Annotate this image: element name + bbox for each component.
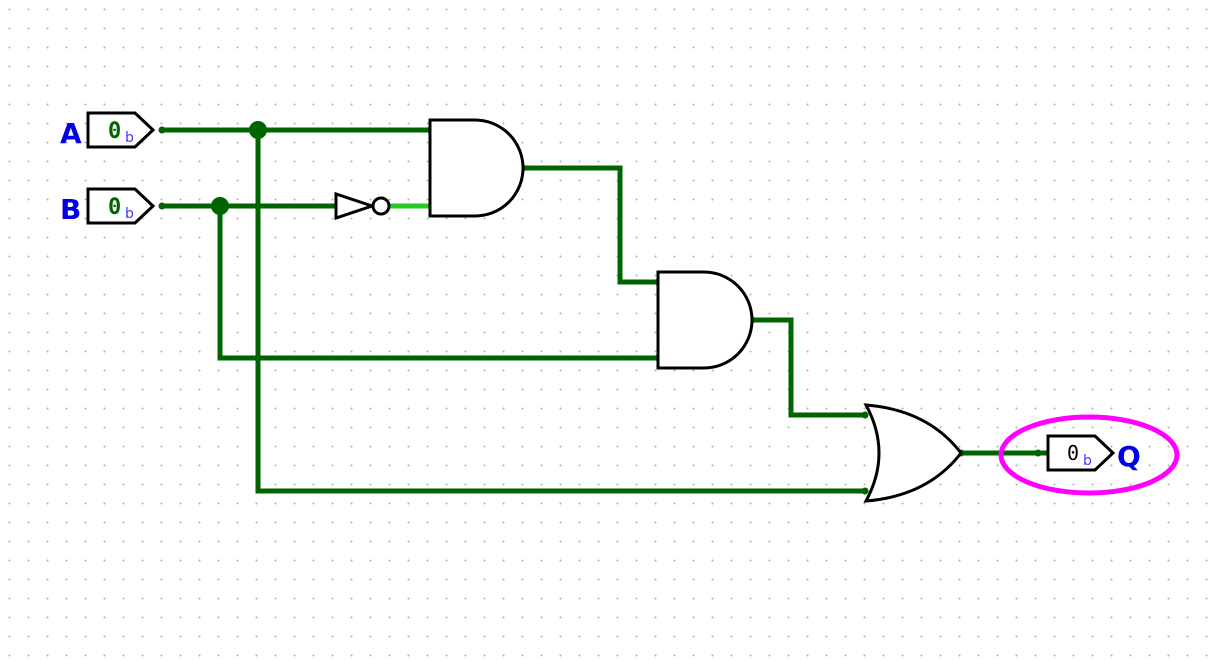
pin-dot	[158, 202, 166, 210]
input-pin-b-box	[86, 187, 156, 225]
output-q-label: Q	[1117, 440, 1141, 473]
input-pin-b[interactable]: 0 b	[86, 187, 156, 225]
wire-a-branch[interactable]	[255, 127, 868, 494]
pin-dot	[158, 126, 166, 134]
pin-dot	[861, 487, 869, 495]
junction-b	[211, 197, 229, 215]
or-gate[interactable]	[863, 403, 963, 503]
output-highlight-ellipse	[998, 414, 1180, 496]
not-gate[interactable]	[334, 191, 391, 221]
not-gate-bubble	[371, 196, 391, 216]
output-pin-q[interactable]: 0 b	[1046, 434, 1116, 472]
output-pin-q-box	[1046, 434, 1116, 472]
output-q-radix: b	[1083, 453, 1092, 469]
input-pin-a[interactable]: 0 b	[86, 111, 156, 149]
input-a-radix: b	[125, 130, 134, 146]
not-gate-body	[334, 191, 377, 221]
wire-and2-out[interactable]	[749, 317, 868, 418]
input-a-value: 0	[108, 119, 121, 144]
output-q-value: 0	[1067, 441, 1079, 465]
input-b-value: 0	[108, 195, 121, 220]
input-b-radix: b	[125, 206, 134, 222]
and-gate-1[interactable]	[428, 118, 525, 218]
input-a-label: A	[60, 117, 82, 150]
junction-a	[249, 121, 267, 139]
input-pin-a-box	[86, 111, 156, 149]
wire-and1-out[interactable]	[520, 165, 661, 285]
wire-b-branch[interactable]	[217, 203, 661, 361]
pin-dot	[861, 411, 869, 419]
pin-dot	[1034, 449, 1042, 457]
input-b-label: B	[60, 193, 81, 226]
and-gate-2[interactable]	[656, 270, 754, 370]
